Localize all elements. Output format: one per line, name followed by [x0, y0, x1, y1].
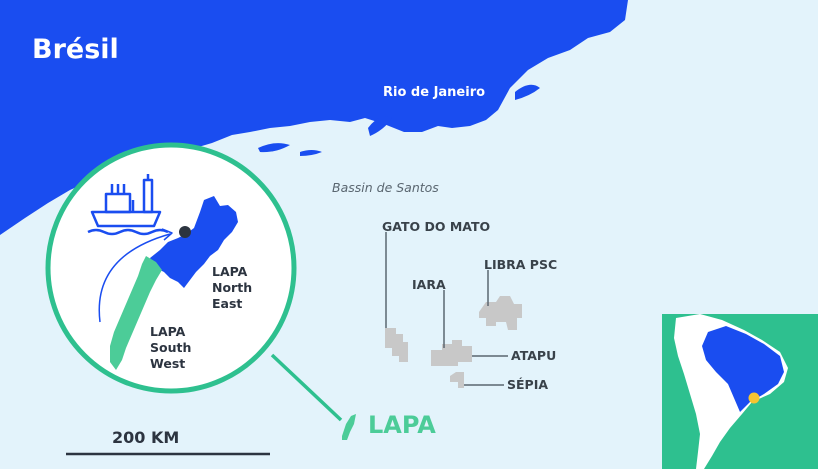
scale-bar-label: 200 KM	[112, 428, 180, 447]
coastal-island	[515, 84, 540, 100]
field-block-libra	[479, 296, 522, 330]
well-marker-icon	[179, 226, 191, 238]
fpso-vessel-icon	[87, 174, 169, 236]
brazil-highlight	[702, 326, 784, 412]
ne-line-1: LAPA	[212, 264, 248, 279]
field-label-iara: IARA	[412, 277, 446, 292]
lapa-north-east-block	[150, 196, 238, 288]
sw-line-2: South	[150, 340, 192, 355]
field-label-lapa: LAPA	[368, 411, 436, 439]
field-block-sepia	[450, 372, 464, 388]
coastal-island	[258, 143, 290, 153]
sw-line-3: West	[150, 356, 186, 371]
field-label-atapu: ATAPU	[511, 348, 557, 363]
inset-connector	[270, 353, 343, 422]
locator-map	[662, 314, 818, 469]
ne-line-3: East	[212, 296, 243, 311]
country-label: Brésil	[32, 34, 119, 65]
field-block-iara-atapu	[431, 340, 472, 366]
field-label-libra-psc: LIBRA PSC	[484, 257, 558, 272]
city-label: Rio de Janeiro	[383, 85, 486, 100]
basin-label: Bassin de Santos	[332, 180, 439, 195]
curved-arrow-icon	[98, 233, 171, 323]
lapa-south-west-block	[110, 256, 162, 370]
lapa-north-east-label: LAPA North East	[212, 264, 252, 312]
field-block-gato-do-mato	[385, 328, 408, 362]
ne-line-2: North	[212, 280, 253, 295]
sw-line-1: LAPA	[150, 324, 186, 339]
coastal-island	[300, 150, 322, 156]
brazil-landmass	[0, 0, 628, 235]
arrow-head	[161, 228, 173, 241]
coastal-island	[368, 116, 392, 136]
field-label-sepia: SÉPIA	[507, 377, 549, 392]
lapa-south-west-label: LAPA South West	[150, 324, 191, 372]
location-dot-icon	[748, 392, 760, 404]
field-label-gato-do-mato: GATO DO MATO	[382, 219, 491, 234]
field-block-lapa	[342, 414, 356, 440]
